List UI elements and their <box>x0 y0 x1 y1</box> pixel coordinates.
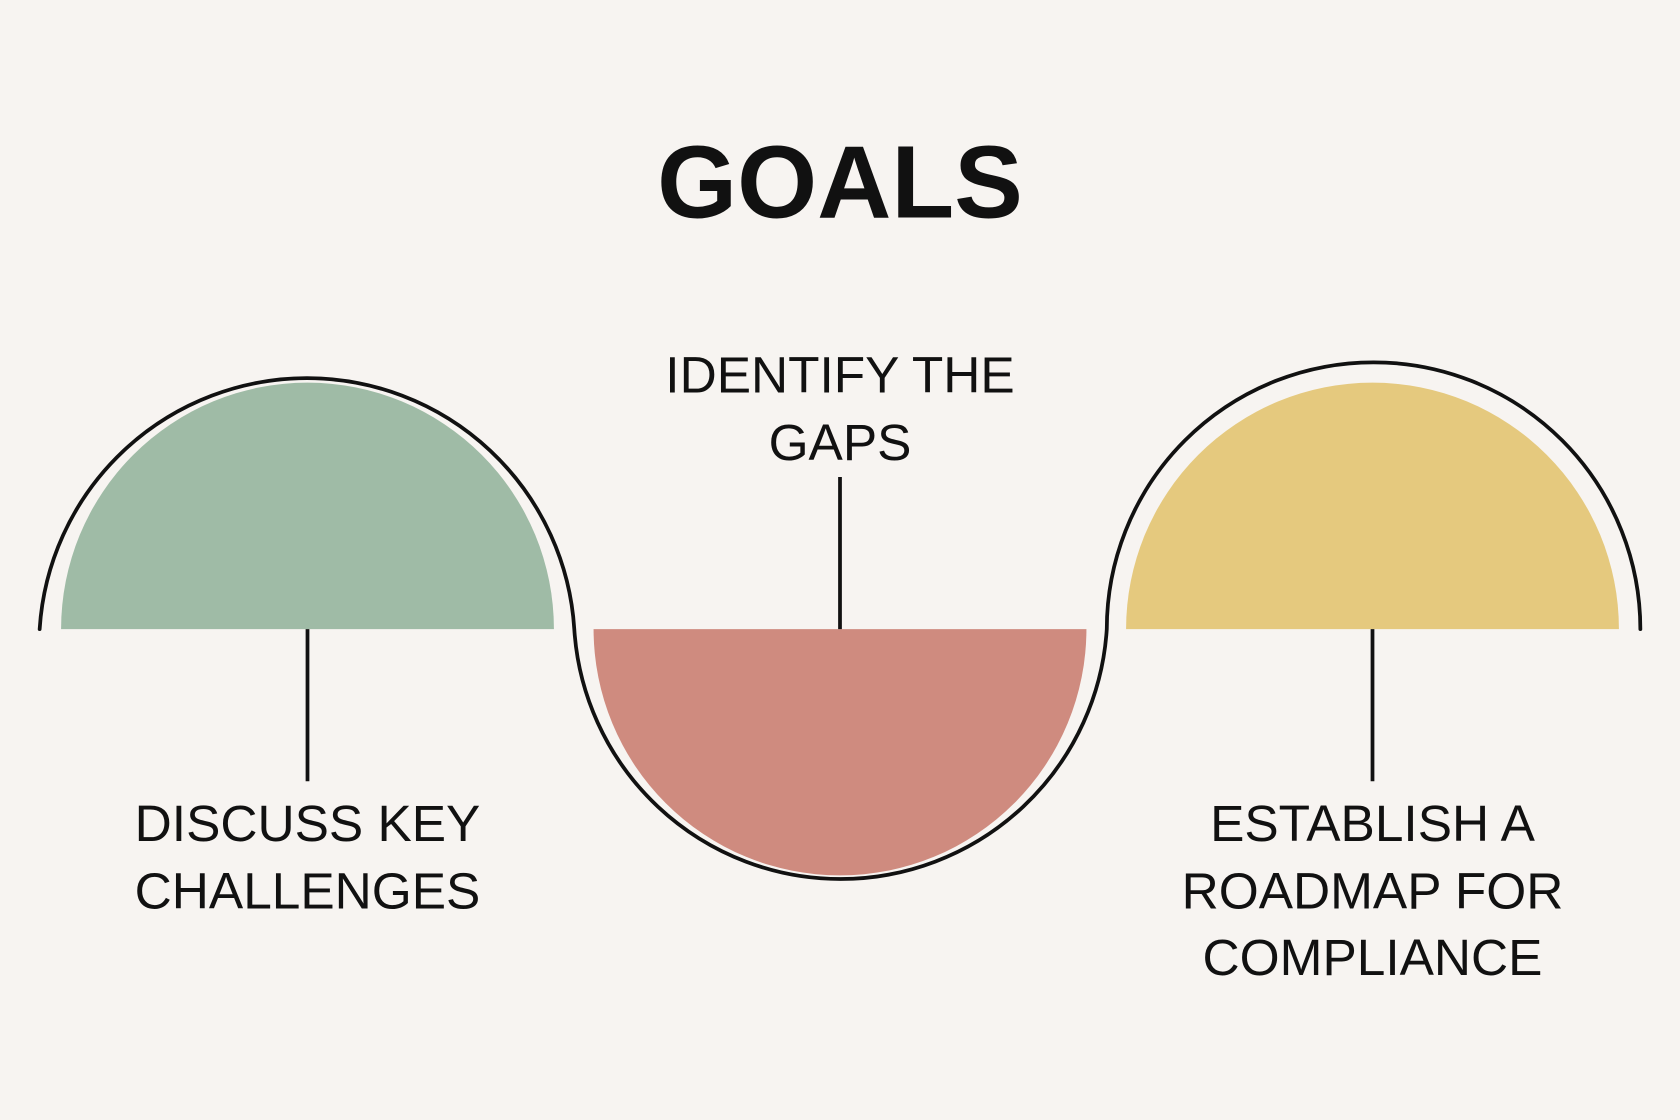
goal-3-line-2: ROADMAP FOR <box>1182 862 1564 920</box>
goal-1-label: DISCUSS KEY CHALLENGES <box>135 794 481 920</box>
goal-2-line-1: IDENTIFY THE <box>665 345 1014 403</box>
goal-3-half-disc <box>1126 382 1619 630</box>
diagram-title: GOALS <box>657 125 1023 240</box>
goal-3-label: ESTABLISH A ROADMAP FOR COMPLIANCE <box>1182 794 1564 986</box>
goal-2-line-2: GAPS <box>769 413 912 471</box>
goal-3-line-3: COMPLIANCE <box>1203 928 1543 986</box>
goal-1-half-disc <box>61 382 554 630</box>
goal-2-label: IDENTIFY THE GAPS <box>665 345 1014 471</box>
wave-outline <box>37 360 1643 881</box>
goal-2-half-disc <box>593 629 1087 876</box>
goal-3-line-1: ESTABLISH A <box>1210 794 1535 852</box>
goal-1-line-1: DISCUSS KEY <box>135 794 481 852</box>
goal-1-line-2: CHALLENGES <box>135 862 481 920</box>
